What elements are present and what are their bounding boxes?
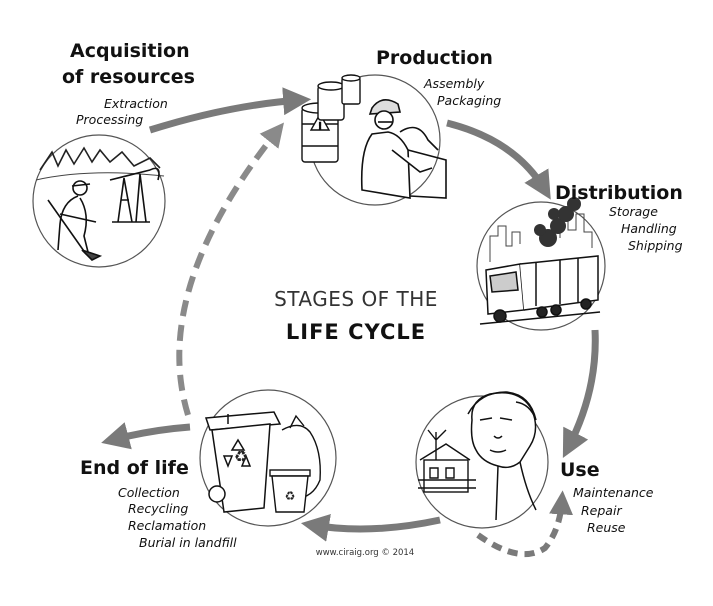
production-title: Production — [376, 47, 493, 69]
end-of-life-item: Burial in landfill — [139, 535, 237, 550]
distribution-item: Shipping — [628, 238, 683, 253]
use-item: Repair — [581, 503, 622, 518]
oil-pumpjack-icon — [109, 167, 160, 223]
worker-shovel-icon — [47, 180, 103, 261]
arrow-production-to-distribution — [446, 119, 551, 200]
end-of-life-illustration: ♻ ♻ — [199, 389, 337, 527]
acquisition-illustration — [32, 134, 166, 268]
production-item: Assembly — [424, 76, 485, 91]
svg-text:♻: ♻ — [234, 447, 248, 466]
svg-text:♻: ♻ — [285, 489, 296, 503]
acquisition-item: Extraction — [104, 96, 168, 111]
use-illustration — [415, 391, 549, 529]
distribution-item: Handling — [621, 221, 677, 236]
distribution-item: Storage — [609, 204, 658, 219]
svg-text:!: ! — [318, 122, 322, 132]
end-of-life-item: Recycling — [128, 501, 189, 516]
smoke-icon — [534, 197, 581, 247]
production-illustration: ! — [301, 74, 447, 206]
end-of-life-item: Collection — [118, 485, 180, 500]
acquisition-item: Processing — [76, 112, 144, 127]
distribution-title: Distribution — [555, 182, 683, 204]
use-item: Maintenance — [573, 485, 654, 500]
diagram-title-line2: LIFE CYCLE — [285, 320, 427, 344]
worker-helmet-icon — [360, 99, 447, 199]
arrow-acquisition-to-production — [148, 87, 312, 134]
woman-face-icon — [467, 391, 537, 521]
arrow-reuse-loop — [476, 490, 574, 558]
acquisition-title-line2: of resources — [62, 66, 195, 88]
barrels-icon: ! — [301, 74, 361, 163]
arrow-distribution-to-use — [562, 329, 599, 458]
distribution-illustration — [476, 197, 606, 331]
house-icon — [418, 429, 476, 493]
end-of-life-item: Reclamation — [128, 518, 207, 533]
arrow-recycle-dashed — [176, 122, 284, 416]
acquisition-title-line1: Acquisition — [70, 40, 190, 62]
arrow-use-to-end-of-life — [300, 514, 441, 542]
end-of-life-title: End of life — [80, 457, 189, 479]
production-item: Packaging — [437, 93, 502, 108]
arrow-end-of-life-out — [101, 422, 191, 450]
recycling-bin-icon: ♻ — [204, 411, 282, 513]
diagram-title-line1: STAGES OF THE — [274, 287, 438, 311]
use-title: Use — [560, 459, 600, 481]
truck-icon — [479, 255, 601, 325]
credit-text: www.ciraig.org © 2014 — [315, 548, 415, 558]
use-item: Reuse — [587, 520, 626, 535]
small-recycling-bin-icon: ♻ — [269, 469, 311, 513]
